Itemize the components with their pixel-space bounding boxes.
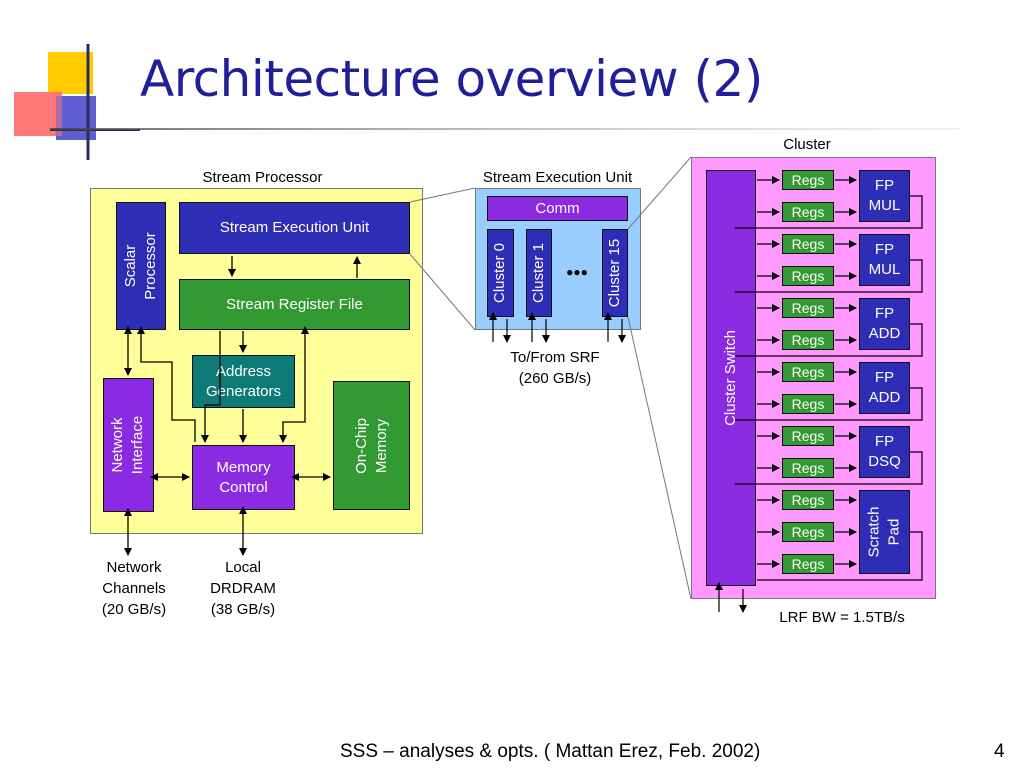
fp-mul-1-line1: FP [874,177,895,194]
network-interface: Network Interface [103,378,154,512]
regs-10-label: Regs [791,460,825,476]
fp-mul-2: FP MUL [859,234,910,286]
cluster-15: Cluster 15 [602,229,628,317]
regs-12-label: Regs [791,524,825,540]
fp-mul-2-line2: MUL [868,261,901,278]
regs-10: Regs [782,458,834,478]
regs-12: Regs [782,522,834,542]
local-drdram-line3: (38 GB/s) [210,601,276,618]
srf-label-line1: To/From SRF [510,349,600,366]
regs-8: Regs [782,394,834,414]
stream-register-file: Stream Register File [179,279,410,330]
stream-execution-unit: Stream Execution Unit [179,202,410,254]
stream-execution-unit-label: Stream Execution Unit [219,219,370,236]
fp-add-2-line1: FP [874,369,895,386]
comm-label: Comm [535,199,580,217]
page-number: 4 [994,741,1005,762]
srf-label-line2: (260 GB/s) [518,370,592,387]
regs-3: Regs [782,234,834,254]
regs-3-label: Regs [791,236,825,252]
regs-2-label: Regs [791,204,825,220]
stream-processor-arrows [124,256,361,556]
network-channels-label: Network Channels (20 GB/s) [84,557,184,620]
seu-detail-title: Stream Execution Unit [482,169,633,186]
local-drdram-line1: Local [225,559,261,576]
memory-control-label-line2: Control [219,478,268,496]
scalar-processor: Scalar Processor [116,202,166,330]
regs-1: Regs [782,170,834,190]
regs-7-label: Regs [791,364,825,380]
regs-9-label: Regs [791,428,825,444]
address-generators: Address Generators [192,355,295,408]
address-generators-label-line1: Address [215,362,271,380]
address-generators-label-line2: Generators [205,382,282,400]
local-drdram-line2: DRDRAM [210,580,276,597]
fp-add-1-line2: ADD [868,325,901,342]
lrf-bandwidth-label: LRF BW = 1.5TB/s [779,609,905,626]
cluster-switch: Cluster Switch [706,170,756,586]
local-drdram-label: Local DRDRAM (38 GB/s) [193,557,293,620]
fp-add-2: FP ADD [859,362,910,414]
regs-1-label: Regs [791,172,825,188]
fp-add-1-line1: FP [874,305,895,322]
regs-4: Regs [782,266,834,286]
regs-4-label: Regs [791,268,825,284]
memory-control: Memory Control [192,445,295,510]
seu-arrows [489,312,626,343]
network-channels-line3: (20 GB/s) [101,601,167,618]
regs-7: Regs [782,362,834,382]
memory-control-label-line1: Memory [216,458,271,476]
regs-2: Regs [782,202,834,222]
regs-13-label: Regs [791,556,825,572]
regs-6: Regs [782,330,834,350]
network-channels-line1: Network [106,559,162,576]
title-underline [50,128,960,130]
cluster-arrows [715,176,923,613]
regs-5: Regs [782,298,834,318]
srf-bandwidth-label: To/From SRF (260 GB/s) [495,347,615,389]
regs-11-label: Regs [791,492,825,508]
footer-text: SSS – analyses & opts. ( Mattan Erez, Fe… [340,741,761,762]
regs-6-label: Regs [791,332,825,348]
cluster-detail-title: Cluster [783,136,831,153]
slide-title: Architecture overview (2) [140,50,763,108]
fp-dsq-line1: FP [874,433,895,450]
cluster-1: Cluster 1 [526,229,552,317]
comm-unit: Comm [487,196,628,221]
regs-5-label: Regs [791,300,825,316]
regs-11: Regs [782,490,834,510]
cluster-ellipsis: ●●● [566,265,588,279]
regs-9: Regs [782,426,834,446]
zoom-lines [409,156,692,600]
stream-processor-title: Stream Processor [202,169,323,186]
network-channels-line2: Channels [102,580,166,597]
regs-13: Regs [782,554,834,574]
on-chip-memory: On-Chip Memory [333,381,410,510]
fp-dsq: FP DSQ [859,426,910,478]
fp-add-2-line2: ADD [868,389,901,406]
fp-mul-1-line2: MUL [868,197,901,214]
fp-mul-1: FP MUL [859,170,910,222]
fp-mul-2-line1: FP [874,241,895,258]
fp-add-1: FP ADD [859,298,910,350]
cluster-0: Cluster 0 [487,229,514,317]
fp-dsq-line2: DSQ [868,453,901,470]
regs-8-label: Regs [791,396,825,412]
stream-register-file-label: Stream Register File [226,295,363,313]
